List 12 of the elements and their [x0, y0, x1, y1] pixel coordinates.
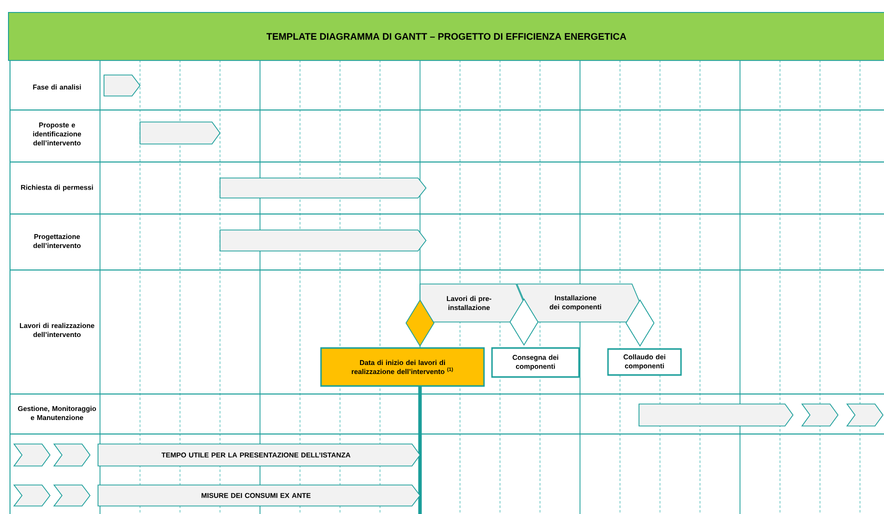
task-bar — [846, 404, 884, 426]
title-band: TEMPLATE DIAGRAMMA DI GANTT – PROGETTO DI EFFICIENZA ENERGETICA — [8, 12, 884, 61]
task-bar — [13, 484, 51, 506]
task-bar — [801, 404, 838, 426]
task-bar — [638, 404, 794, 426]
task-bar — [53, 444, 90, 466]
task-bar — [140, 122, 220, 144]
task-bar — [13, 444, 50, 466]
task-bar — [104, 74, 141, 96]
task-bar — [220, 178, 427, 198]
task-bar — [220, 230, 426, 252]
task-bar — [53, 484, 91, 506]
